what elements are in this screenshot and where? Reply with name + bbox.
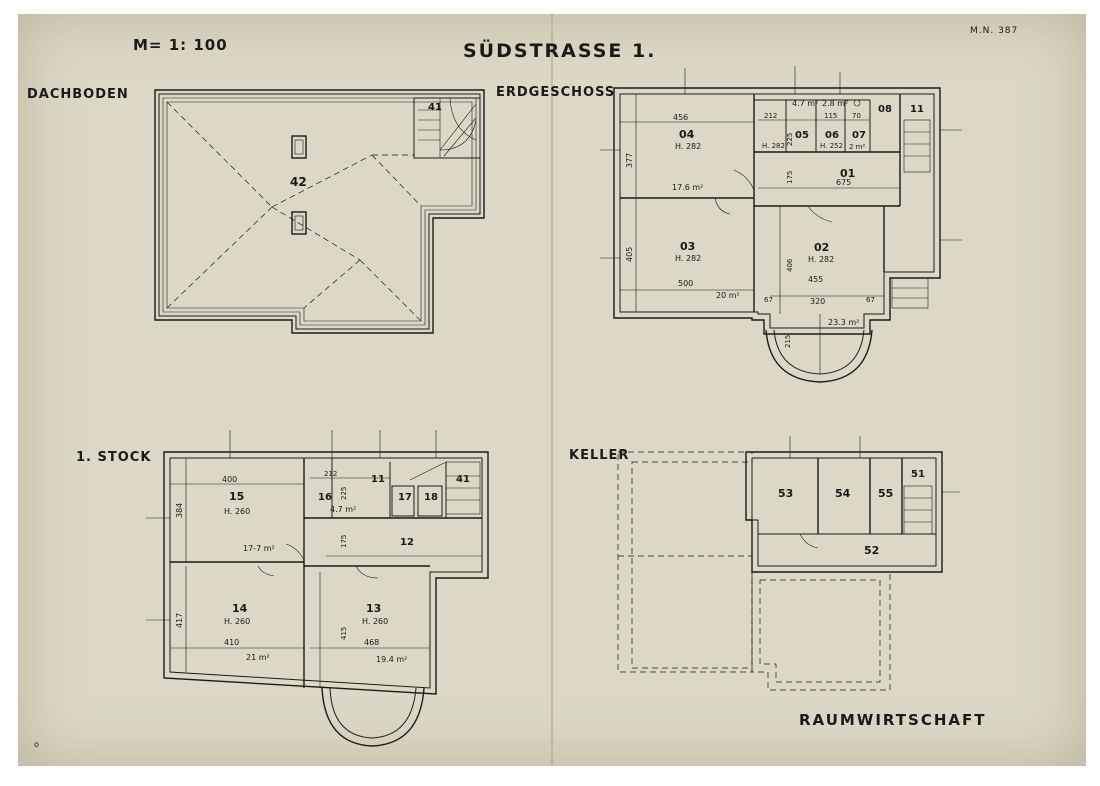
room-13-number: 13 [366, 602, 381, 615]
dim-415: 415 [340, 627, 348, 640]
small-room-height-2: H. 252 [820, 142, 843, 150]
footer-label: RAUMWIRTSCHAFT [799, 711, 987, 729]
dim-212: 212 [764, 112, 777, 120]
room-15-area: 17-7 m² [243, 544, 275, 553]
room-15-number: 15 [229, 490, 244, 503]
dim-175: 175 [786, 171, 794, 184]
room-52-number: 52 [864, 544, 879, 557]
room-14-number: 14 [232, 602, 248, 615]
room-13-area: 19.4 m² [376, 655, 407, 664]
room-04-number: 04 [679, 128, 695, 141]
room-05-number: 05 [795, 130, 809, 141]
small-room-height: H. 282 [762, 142, 785, 150]
room-07-area: 2 m² [849, 143, 865, 151]
dim-212-upper: 212 [324, 470, 337, 478]
room-51-number: 51 [911, 469, 925, 480]
sheet-title: SÜDSTRASSE 1. [463, 40, 657, 62]
dim-70: 70 [852, 112, 861, 120]
dim-225: 225 [786, 133, 794, 146]
dim-67-right: 67 [866, 296, 875, 304]
room-06-area: 2.8 m² [822, 99, 848, 108]
room-14-area: 21 m² [246, 653, 270, 662]
room-04-height: H. 282 [675, 142, 701, 151]
room-06-number: 06 [825, 130, 839, 141]
corner-mark: o [34, 740, 40, 749]
dim-455: 455 [808, 275, 823, 284]
keller-heading: KELLER [569, 448, 630, 463]
dim-417: 417 [175, 613, 184, 628]
room-11-upper-number: 11 [371, 474, 385, 485]
room-12-number: 12 [400, 537, 414, 548]
dim-67-left: 67 [764, 296, 773, 304]
dim-406: 406 [786, 258, 794, 272]
dim-320: 320 [810, 297, 825, 306]
room-55-number: 55 [878, 487, 893, 500]
room-42-number: 42 [290, 175, 307, 189]
room-11-number: 11 [910, 104, 924, 115]
room-17-number: 17 [398, 492, 412, 503]
dim-225-upper: 225 [340, 487, 348, 500]
dim-175-upper: 175 [340, 535, 348, 548]
erdgeschoss-plan: 04 H. 282 17.6 m² 03 H. 282 20 m² 02 H. … [600, 66, 962, 383]
room-16-number: 16 [318, 492, 332, 503]
dim-500: 500 [678, 279, 693, 288]
dim-468: 468 [364, 638, 379, 647]
room-02-area: 23.3 m² [828, 318, 859, 327]
room-03-number: 03 [680, 240, 695, 253]
room-08-number: 08 [878, 104, 892, 115]
room-16-area: 4.7 m² [330, 505, 356, 514]
room-02-number: 02 [814, 241, 829, 254]
room-54-number: 54 [835, 487, 851, 500]
keller-plan: 53 54 55 51 52 [617, 436, 960, 691]
dim-400: 400 [222, 475, 237, 484]
dim-405: 405 [625, 247, 634, 262]
room-01-number: 01 [840, 167, 855, 180]
room-41-number: 41 [428, 102, 442, 113]
dim-410: 410 [224, 638, 239, 647]
room-41-upper-number: 41 [456, 474, 470, 485]
dim-115: 115 [824, 112, 837, 120]
room-15-height: H. 260 [224, 507, 250, 516]
room-03-height: H. 282 [675, 254, 701, 263]
dachboden-heading: DACHBODEN [27, 87, 129, 102]
erdgeschoss-heading: ERDGESCHOSS [496, 85, 616, 100]
room-14-height: H. 260 [224, 617, 250, 626]
dim-215: 215 [784, 335, 792, 348]
room-01-dim: 675 [836, 178, 851, 187]
dim-384: 384 [175, 503, 184, 518]
room-04-area: 17.6 m² [672, 183, 703, 192]
dim-377: 377 [625, 153, 634, 168]
room-18-number: 18 [424, 492, 438, 503]
stock1-heading: 1. STOCK [76, 450, 152, 465]
room-07-number: 07 [852, 130, 866, 141]
paper-sheet [18, 14, 1086, 766]
dim-456: 456 [673, 113, 688, 122]
room-05-area: 4.7 m² [792, 99, 818, 108]
stock1-plan: 15 H. 260 17-7 m² 14 H. 260 21 m² 13 H. … [146, 430, 489, 747]
archive-number: M.N. 387 [970, 26, 1019, 36]
room-02-height: H. 282 [808, 255, 834, 264]
dachboden-plan [154, 89, 485, 334]
room-13-height: H. 260 [362, 617, 388, 626]
fold-line [551, 14, 553, 766]
scale-label: M= 1: 100 [133, 36, 228, 54]
room-03-area: 20 m² [716, 291, 740, 300]
room-53-number: 53 [778, 487, 793, 500]
